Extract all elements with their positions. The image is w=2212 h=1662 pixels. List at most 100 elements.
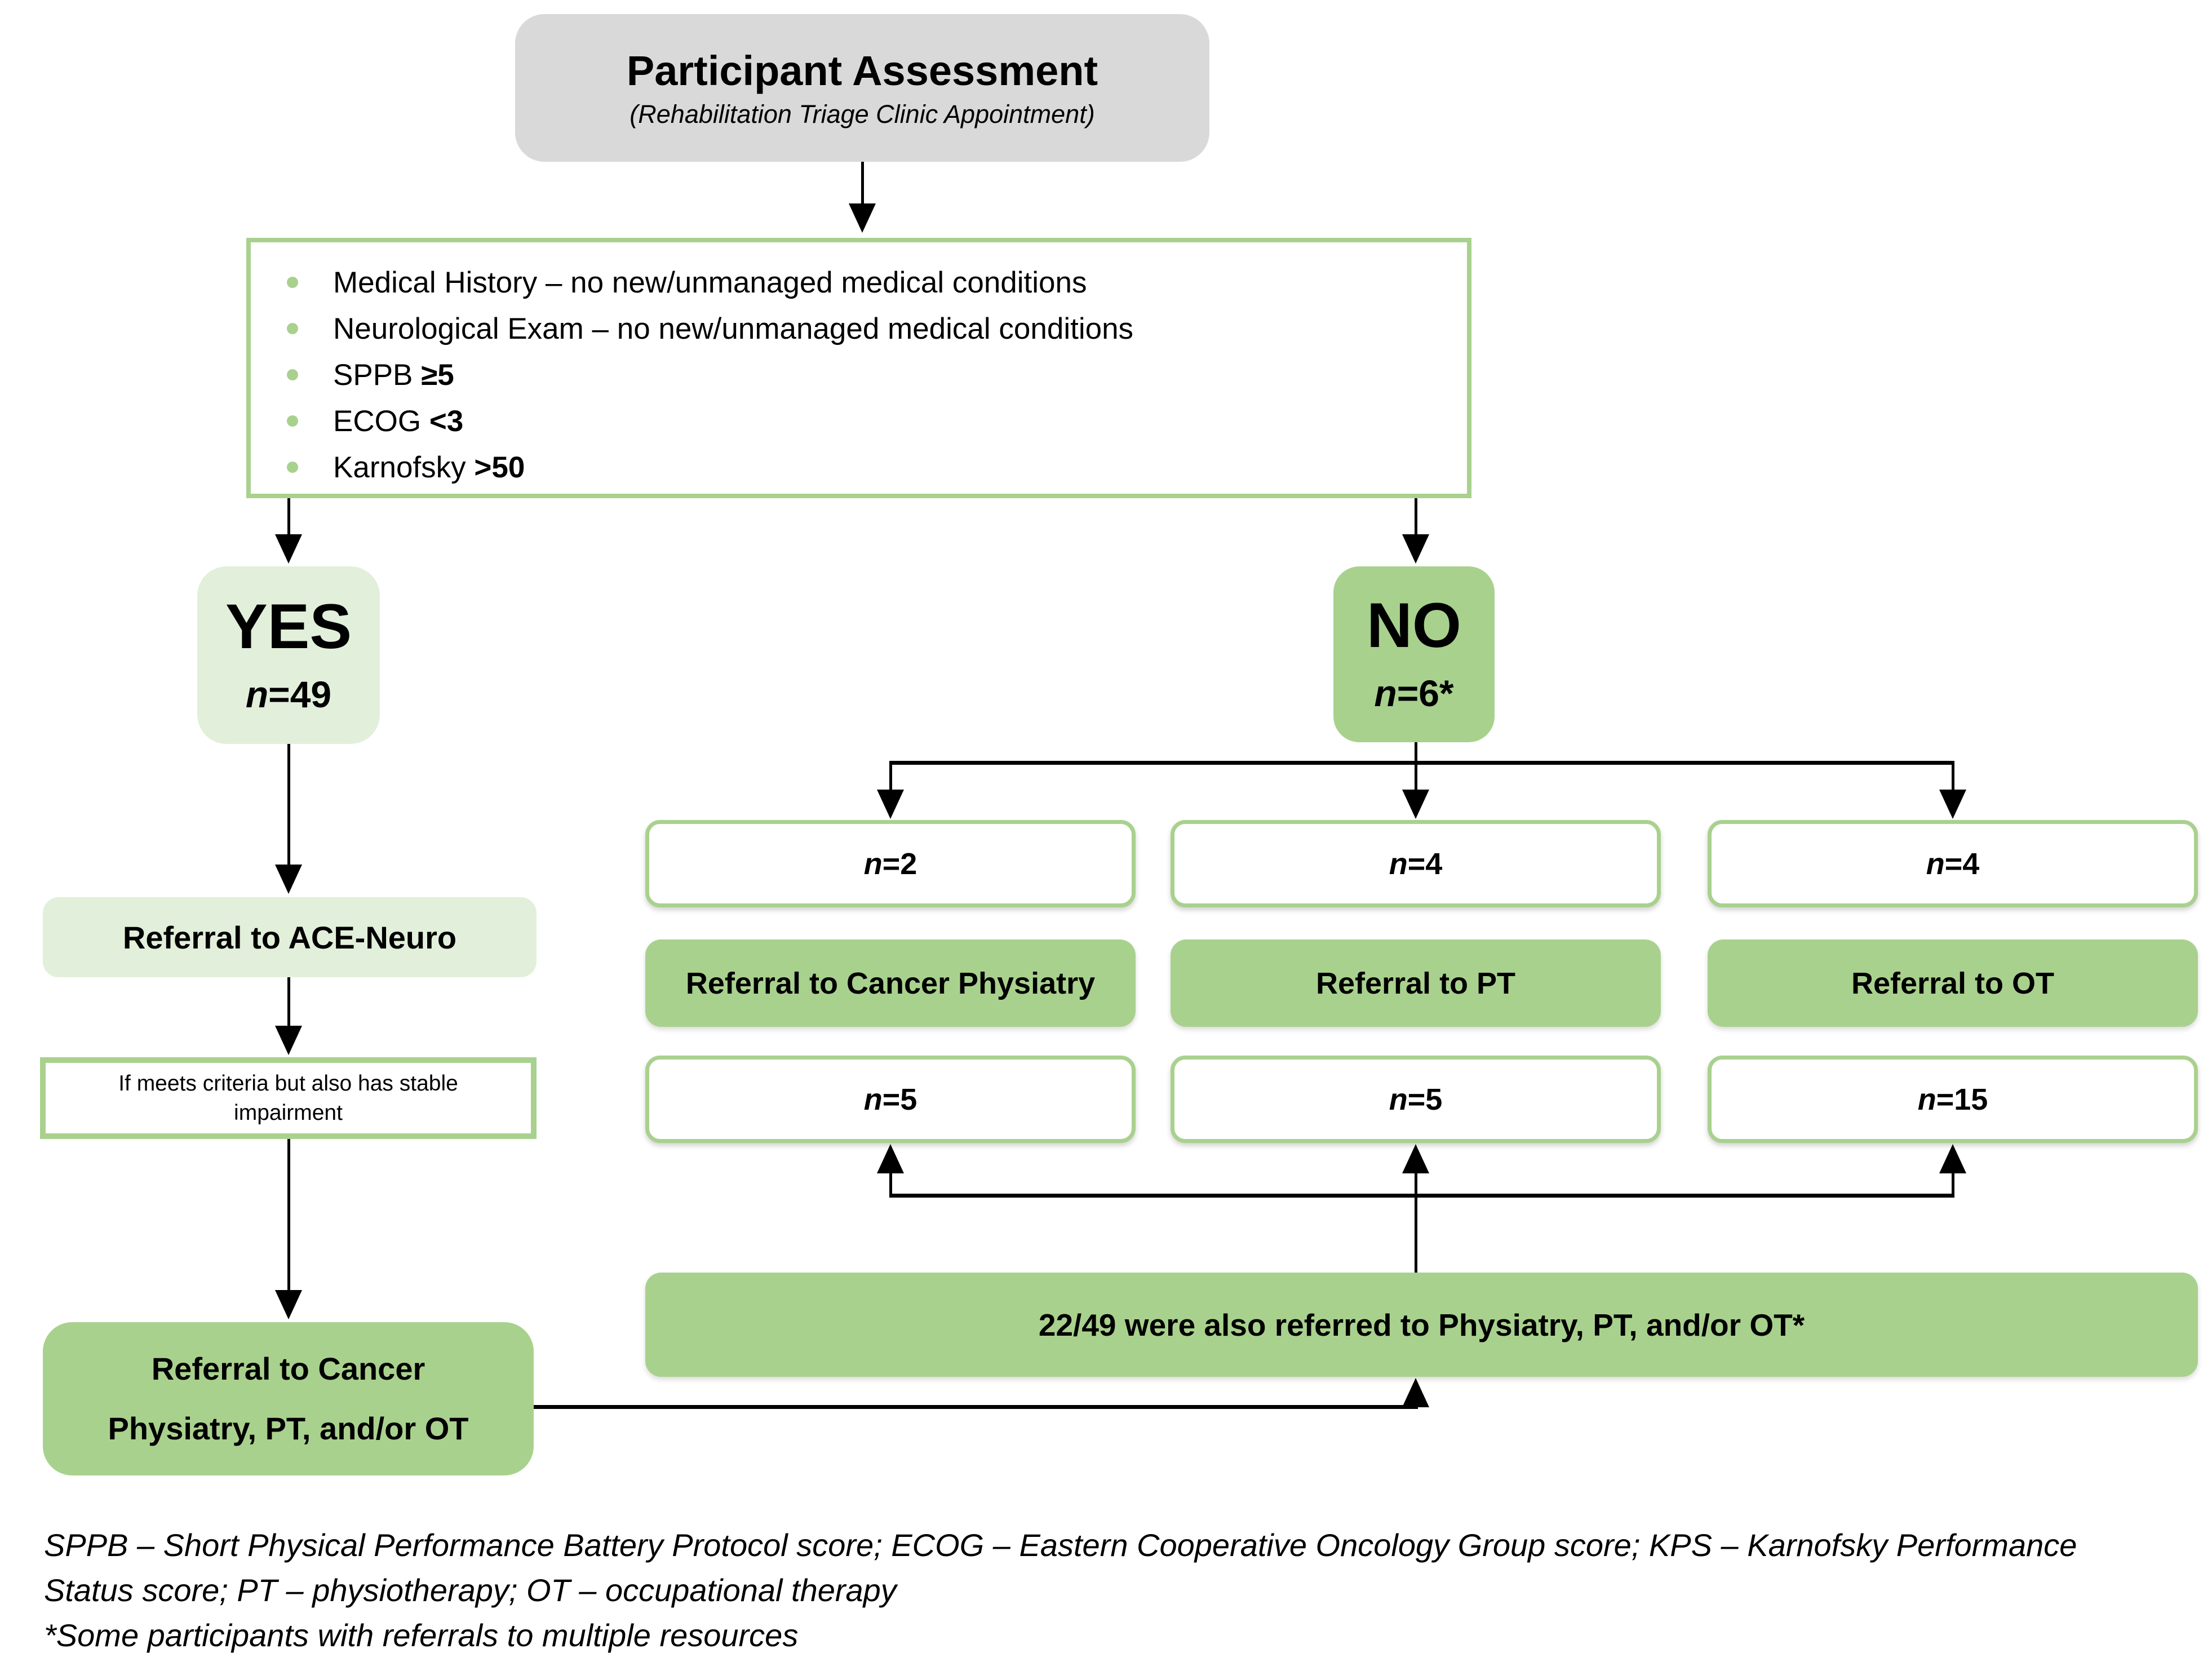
cancer-referral-box: Referral to Cancer Physiatry, PT, and/or… [43, 1322, 534, 1475]
page-subtitle: (Rehabilitation Triage Clinic Appointmen… [630, 99, 1095, 128]
n-symbol: n [245, 673, 269, 715]
connector-split-to-col1-line [889, 765, 892, 791]
connector-no-stub [1415, 742, 1417, 763]
n-symbol: n [1917, 1082, 1936, 1116]
bullet-icon [287, 277, 298, 288]
footnote-line3: *Some participants with referrals to mul… [44, 1617, 799, 1653]
connector-note-to-cancer-arrowhead [275, 1290, 302, 1319]
n-symbol: n [1926, 846, 1945, 881]
participant-assessment-box: Participant Assessment (Rehabilitation T… [515, 14, 1209, 162]
n-value: =15 [1936, 1082, 1988, 1116]
n-value: =6* [1397, 672, 1454, 714]
no-box: NO n=6* [1333, 566, 1495, 742]
criteria-text: ECOG [333, 404, 429, 438]
col2-n-top-box: n=4 [1171, 820, 1661, 907]
col3-referral-label: Referral to OT [1851, 966, 2055, 1000]
connector-summary-stub [1415, 1198, 1417, 1273]
connector-yes-to-ace-line [287, 744, 290, 866]
n-symbol: n [1374, 672, 1397, 714]
connector-ace-to-note-arrowhead [275, 1026, 302, 1055]
criteria-item: ECOG <3 [285, 398, 1444, 444]
connector-split-to-col3-arrowhead [1939, 790, 1966, 819]
n-symbol: n [1389, 846, 1408, 881]
connector-summary-collector-line [889, 1194, 1954, 1198]
yes-count: n=49 [246, 673, 331, 716]
connector-split-to-col2-line [1415, 765, 1417, 791]
n-value: =49 [268, 673, 332, 715]
bullet-icon [287, 369, 298, 380]
yes-label: YES [225, 591, 352, 662]
connector-summary-to-col2-arrowhead [1402, 1144, 1429, 1173]
col2-n-bottom-box: n=5 [1171, 1056, 1661, 1143]
col2-n-bottom: n=5 [1389, 1082, 1443, 1117]
cancer-referral-label: Referral to Cancer Physiatry, PT, and/or… [108, 1353, 468, 1444]
criteria-text: Karnofsky [333, 450, 475, 484]
n-value: =4 [1407, 846, 1443, 881]
yes-box: YES n=49 [197, 566, 380, 744]
connector-summary-to-col3-arrowhead [1939, 1144, 1966, 1173]
criteria-threshold: >50 [474, 450, 525, 484]
connector-note-to-cancer-line [287, 1139, 290, 1291]
criteria-item: Medical History – no new/unmanaged medic… [285, 259, 1444, 305]
connector-split-to-col3-line [1952, 765, 1954, 791]
n-symbol: n [1389, 1082, 1408, 1116]
connector-criteria-to-no-line [1415, 498, 1417, 535]
connector-summary-to-col3-line [1952, 1172, 1954, 1196]
criteria-item: SPPB ≥5 [285, 352, 1444, 398]
page-title: Participant Assessment [626, 47, 1098, 95]
connector-summary-to-col1-arrowhead [877, 1144, 904, 1173]
cancer-referral-line1: Referral to Cancer [151, 1351, 425, 1386]
bullet-icon [287, 462, 298, 473]
connector-criteria-to-no-arrowhead [1402, 534, 1429, 564]
connector-split-to-col2-arrowhead [1402, 790, 1429, 819]
n-value: =4 [1944, 846, 1980, 881]
n-symbol: n [863, 846, 883, 881]
col1-n-bottom: n=5 [864, 1082, 917, 1117]
bullet-icon [287, 415, 298, 427]
ace-neuro-box: Referral to ACE-Neuro [43, 897, 537, 977]
summary-label: 22/49 were also referred to Physiatry, P… [1038, 1307, 1805, 1342]
connector-cancer-to-summary-line [534, 1405, 1418, 1409]
criteria-item: Karnofsky >50 [285, 444, 1444, 490]
n-value: =5 [1407, 1082, 1443, 1116]
criteria-threshold: ≥5 [421, 358, 454, 392]
col2-referral-box: Referral to PT [1171, 939, 1661, 1027]
col1-referral-label: Referral to Cancer Physiatry [685, 966, 1096, 1000]
footnote-line2: Status score; PT – physiotherapy; OT – o… [44, 1572, 897, 1608]
criteria-text: SPPB [333, 358, 422, 392]
criteria-text: Medical History – no new/unmanaged medic… [333, 265, 1087, 299]
connector-yes-to-ace-arrowhead [275, 865, 302, 894]
connector-summary-to-col2-line [1415, 1172, 1417, 1196]
ace-neuro-label: Referral to ACE-Neuro [122, 919, 457, 955]
col1-n-top: n=2 [864, 846, 917, 881]
col3-n-bottom-box: n=15 [1708, 1056, 2198, 1143]
cancer-referral-line2: Physiatry, PT, and/or OT [108, 1411, 469, 1446]
criteria-text: Neurological Exam – no new/unmanaged med… [333, 312, 1134, 345]
col3-n-top-box: n=4 [1708, 820, 2198, 907]
connector-cancer-to-summary-arrowhead [1402, 1378, 1429, 1407]
n-symbol: n [863, 1082, 883, 1116]
n-value: =5 [882, 1082, 917, 1116]
bullet-icon [287, 323, 298, 334]
col3-n-bottom: n=15 [1918, 1082, 1988, 1117]
connector-title-to-criteria-line [861, 162, 864, 205]
col2-n-top: n=4 [1389, 846, 1443, 881]
connector-no-split-line [889, 761, 1954, 765]
no-label: NO [1367, 590, 1461, 661]
criteria-box: Medical History – no new/unmanaged medic… [246, 238, 1471, 498]
criteria-note-line2: impairment [234, 1100, 343, 1125]
col3-n-top: n=4 [1926, 846, 1980, 881]
footnote-line1: SPPB – Short Physical Performance Batter… [44, 1527, 2077, 1563]
criteria-item: Neurological Exam – no new/unmanaged med… [285, 305, 1444, 352]
connector-ace-to-note-line [287, 977, 290, 1027]
connector-criteria-to-yes-line [287, 498, 290, 535]
connector-summary-to-col1-line [889, 1172, 892, 1196]
criteria-threshold: <3 [429, 404, 464, 438]
col1-referral-box: Referral to Cancer Physiatry [645, 939, 1136, 1027]
n-value: =2 [882, 846, 917, 881]
no-count: n=6* [1374, 672, 1453, 715]
col3-referral-box: Referral to OT [1708, 939, 2198, 1027]
connector-split-to-col1-arrowhead [877, 790, 904, 819]
criteria-note-line1: If meets criteria but also has stable [118, 1071, 458, 1096]
